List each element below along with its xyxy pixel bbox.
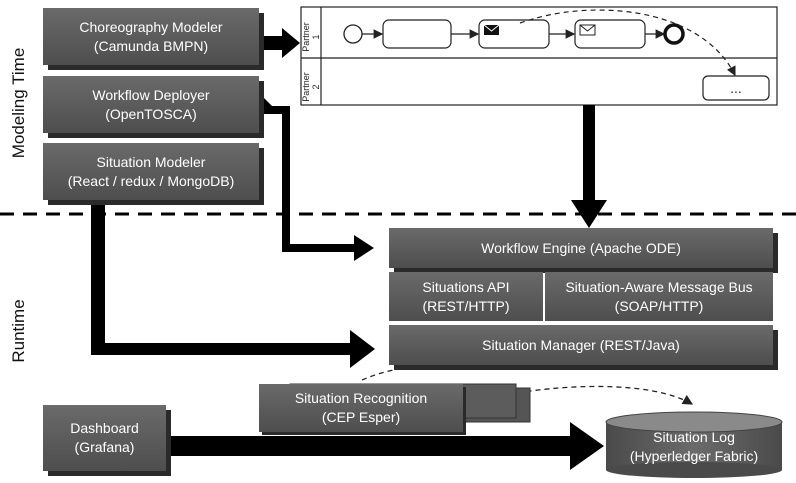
partner2-label-line1: Partner xyxy=(301,72,311,102)
situation-log-box[interactable]: Situation Log (Hyperledger Fabric) xyxy=(606,428,782,472)
situation-modeler-tech: (React / redux / MongoDB) xyxy=(67,172,235,189)
situation-manager-label: Situation Manager (REST/Java) xyxy=(482,336,680,353)
message-bus-title: Situation-Aware Message Bus xyxy=(565,278,753,295)
diagram-to-engine-arrow xyxy=(571,105,607,228)
partner1-label: Partner 1 xyxy=(301,19,321,55)
situation-recognition-title: Situation Recognition xyxy=(294,390,428,406)
recognition-to-manager-flow xyxy=(361,365,421,381)
message-bus-tech: (SOAP/HTTP) xyxy=(614,297,704,314)
partner1-label-line2: 1 xyxy=(311,34,321,40)
choreography-modeler-box[interactable]: Choreography Modeler (Camunda BMPN) xyxy=(43,8,259,65)
partner1-label-line1: Partner xyxy=(301,22,311,52)
workflow-deployer-box[interactable]: Workflow Deployer (OpenTOSCA) xyxy=(43,76,259,133)
partner2-label: Partner 2 xyxy=(301,69,321,105)
situations-api-box[interactable]: Situations API (REST/HTTP) xyxy=(389,272,543,321)
workflow-engine-box[interactable]: Workflow Engine (Apache ODE) xyxy=(389,228,773,268)
situation-modeler-title: Situation Modeler xyxy=(96,153,206,170)
situation-log-cylinder xyxy=(605,411,783,478)
runtime-label: Runtime xyxy=(9,299,28,363)
modeling-time-label: Modeling Time xyxy=(9,47,28,159)
choreography-modeler-title: Choreography Modeler xyxy=(79,18,223,35)
dashboard-title: Dashboard xyxy=(70,420,139,436)
dashboard-box[interactable]: Dashboard (Grafana) xyxy=(43,405,166,471)
choreography-diagram xyxy=(300,6,778,106)
recognition-to-log-flow xyxy=(499,385,694,405)
situation-log-title: Situation Log xyxy=(653,429,735,445)
workflow-deployer-tech: (OpenTOSCA) xyxy=(105,105,197,122)
partner2-task-ellipsis: ... xyxy=(730,80,742,96)
modeler-to-diagram-arrow xyxy=(259,28,300,58)
situations-api-tech: (REST/HTTP) xyxy=(422,297,510,314)
end-event xyxy=(663,23,685,45)
start-event xyxy=(343,24,363,44)
dashboard-to-log-arrow xyxy=(166,422,604,470)
situations-api-title: Situations API xyxy=(422,278,510,295)
situation-log-tech: (Hyperledger Fabric) xyxy=(629,448,759,464)
situation-manager-box[interactable]: Situation Manager (REST/Java) xyxy=(389,325,773,365)
dashboard-tech: (Grafana) xyxy=(74,439,135,455)
partner2-task xyxy=(702,75,770,101)
situation-recognition-box[interactable]: Situation Recognition (CEP Esper) xyxy=(259,384,463,432)
bpmn-task xyxy=(382,19,452,49)
deployer-to-engine-arrow xyxy=(262,96,374,261)
modeler-to-manager-arrow xyxy=(91,199,375,368)
workflow-deployer-title: Workflow Deployer xyxy=(92,86,210,103)
partner2-label-line2: 2 xyxy=(311,84,321,90)
message-bus-box[interactable]: Situation-Aware Message Bus (SOAP/HTTP) xyxy=(545,272,773,321)
message-flow xyxy=(519,9,736,77)
workflow-engine-label: Workflow Engine (Apache ODE) xyxy=(481,239,681,256)
choreography-modeler-tech: (Camunda BMPN) xyxy=(93,37,209,54)
situation-modeler-box[interactable]: Situation Modeler (React / redux / Mongo… xyxy=(43,143,259,200)
situation-recognition-tech: (CEP Esper) xyxy=(321,409,401,425)
